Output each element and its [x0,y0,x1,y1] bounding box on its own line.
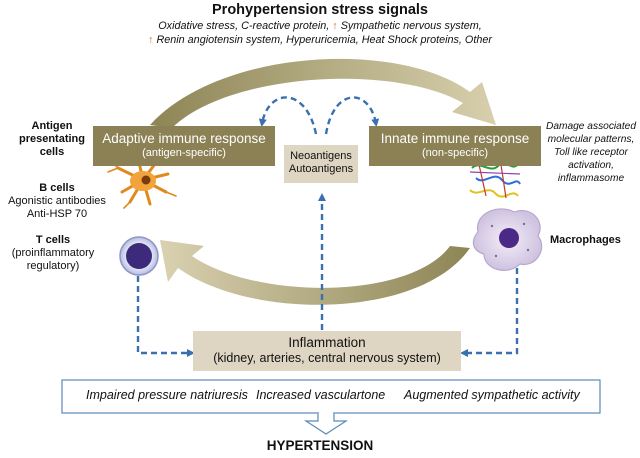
damage-patterns-label: Damage associated molecular patterns, To… [542,120,640,185]
b-cells-line-1: Agonistic antibodies [8,195,106,207]
innate-subtitle: (non-specific) [421,147,489,159]
macrophage-icon [472,208,543,271]
t-cells-title: T cells [35,234,71,246]
inflammation-title: Inflammation [288,335,366,350]
adaptive-immune-box: Adaptive immune response (antigen-specif… [93,126,275,166]
outcome-vascular-tone: Increased vasculartone [256,388,386,402]
apc-line-2: presentating [18,133,85,145]
neoantigens-box: Neoantigens Autoantigens [284,145,358,183]
bottom-cycle-arrow [160,240,470,305]
arc-neo-to-adaptive [258,96,318,135]
up-arrow-icon: ↑ [148,34,154,46]
t-cells-line-2: regulatory) [26,260,80,272]
diagram-title: Prohypertension stress signals [212,2,428,18]
outcome-natriuresis: Impaired pressure natriuresis [86,388,248,402]
arc-neo-to-innate [324,96,380,135]
arrow-macrophage-to-inflammation [460,248,519,357]
damage-line-1: Damage associated [545,121,637,132]
apc-line-3: cells [39,146,65,158]
adaptive-subtitle: (antigen-specific) [142,147,226,159]
inflammation-subtitle: (kidney, arteries, central nervous syste… [213,351,441,365]
lymphocyte-icon [119,236,159,276]
damage-line-3: Toll like receptor [554,147,628,158]
signals-text-3: Renin angiotensin system, Hyperuricemia,… [156,34,492,46]
b-cells-line-2: Anti-HSP 70 [26,208,88,220]
apc-line-1: Antigen [31,120,73,132]
t-cells-label: T cells (proinflammatory regulatory) [2,234,104,273]
b-cells-label: B cells Agonistic antibodies Anti-HSP 70 [2,182,112,221]
damage-line-4: activation, [568,160,614,171]
autoantigens-label: Autoantigens [288,163,354,175]
inflammation-box: Inflammation (kidney, arteries, central … [193,331,461,371]
stress-signals-line-1: Oxidative stress, C-reactive protein, ↑ … [0,20,640,32]
macrophages-label: Macrophages [550,234,621,246]
damage-line-5: inflammasome [557,173,625,184]
neoantigens-label: Neoantigens [290,150,352,162]
outcomes-frame [61,379,601,435]
adaptive-title: Adaptive immune response [102,131,266,146]
antigen-presenting-label: Antigen presentating cells [17,120,87,159]
top-cycle-arrow [150,58,496,128]
outcome-sympathetic: Augmented sympathetic activity [404,388,580,402]
damage-line-2: molecular patterns, [547,134,635,145]
t-cells-line-1: (proinflammatory [11,247,95,259]
b-cells-title: B cells [39,182,75,194]
stress-signals-line-2: ↑ Renin angiotensin system, Hyperuricemi… [0,34,640,46]
hypertension-label: HYPERTENSION [266,438,374,453]
innate-title: Innate immune response [380,131,530,146]
up-arrow-icon: ↑ [332,20,338,32]
signals-text-2: Sympathetic nervous system, [340,20,482,32]
signals-text-1: Oxidative stress, C-reactive protein, [158,20,330,32]
arrow-tcell-to-inflammation [136,276,195,357]
innate-immune-box: Innate immune response (non-specific) [369,126,541,166]
dashed-arrows [136,96,519,357]
